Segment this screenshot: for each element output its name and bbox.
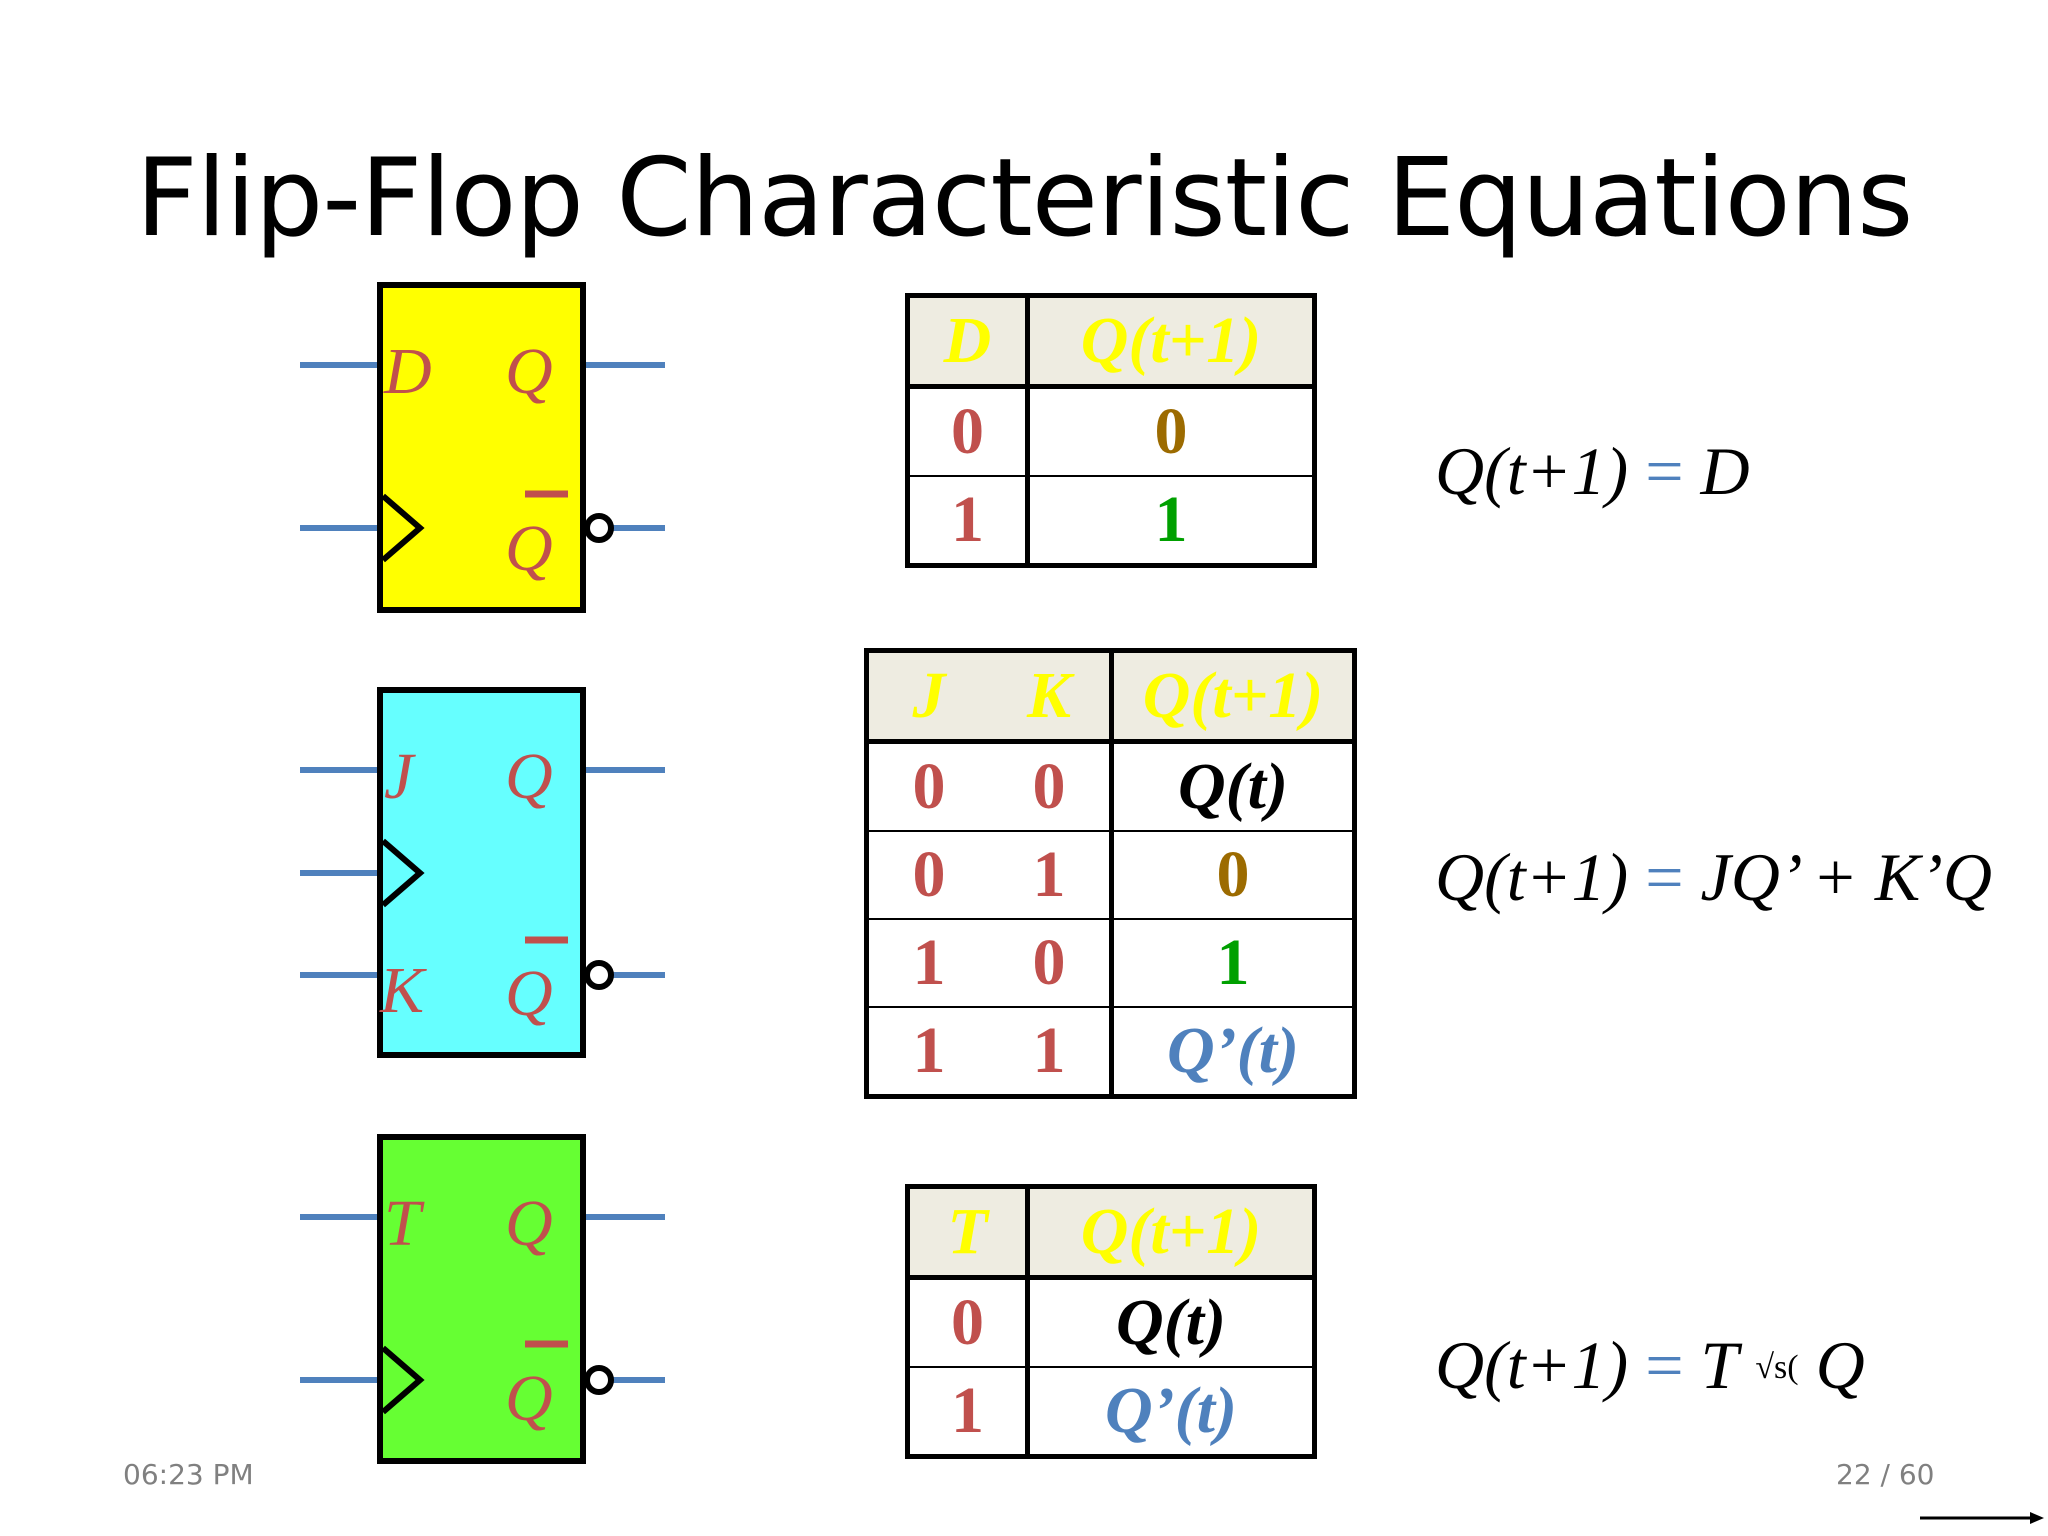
t-flip-flop-body bbox=[377, 1134, 586, 1464]
cell-q-next: Q(t) bbox=[1116, 1286, 1226, 1359]
header-k: K bbox=[989, 650, 1114, 744]
cell-k: 0 bbox=[989, 918, 1114, 1007]
cell-q-next: 0 bbox=[1111, 830, 1355, 919]
d-q-label: Q bbox=[505, 335, 553, 408]
header-q-next: Q(t+1) bbox=[1027, 295, 1315, 389]
equation-rhs: JQ’ + K’Q bbox=[1700, 839, 1992, 915]
jk-flip-flop: J K Q Q bbox=[300, 687, 665, 1058]
cell-j: 1 bbox=[866, 918, 989, 1007]
equation-rhs: D bbox=[1700, 433, 1750, 509]
jk-flip-flop-body bbox=[377, 687, 586, 1058]
cell-k: 1 bbox=[989, 1006, 1114, 1097]
jk-q-label: Q bbox=[505, 740, 553, 813]
jk-inverter-bubble bbox=[584, 960, 614, 990]
table-row: 1 1 bbox=[907, 475, 1315, 566]
table-row: 1 0 1 bbox=[866, 918, 1355, 1007]
t-truth-table: T Q(t+1) 0 Q(t) 1 Q’(t) bbox=[905, 1184, 1317, 1459]
equation-t: T bbox=[1700, 1327, 1739, 1403]
next-arrow-icon[interactable] bbox=[1920, 1512, 2044, 1524]
header-q-next: Q(t+1) bbox=[1027, 1186, 1315, 1280]
xor-operator: √s( bbox=[1755, 1349, 1799, 1386]
cell-k: 1 bbox=[989, 830, 1114, 919]
d-flip-flop: D Q Q bbox=[300, 282, 665, 613]
header-j: J bbox=[866, 650, 989, 744]
d-truth-table: D Q(t+1) 0 0 1 1 bbox=[905, 293, 1317, 568]
equation-q: Q bbox=[1815, 1327, 1865, 1403]
t-input-label: T bbox=[384, 1187, 425, 1260]
cell-q-next: 0 bbox=[1154, 395, 1188, 468]
slide-title: Flip-Flop Characteristic Equations bbox=[135, 136, 1914, 261]
t-q-label: Q bbox=[505, 1187, 553, 1260]
cell-d: 0 bbox=[907, 386, 1030, 476]
t-equation: Q(t+1) = T √s( Q bbox=[1435, 1326, 1865, 1405]
jk-clock-triangle bbox=[381, 838, 425, 908]
header-d: D bbox=[907, 295, 1030, 389]
jk-truth-table: J K Q(t+1) 0 0 Q(t) 0 1 0 1 0 1 1 1 Q’(t… bbox=[864, 648, 1357, 1099]
cell-q-next: Q(t) bbox=[1178, 750, 1288, 823]
cell-q-next: Q’(t) bbox=[1027, 1366, 1315, 1457]
table-header-row: D Q(t+1) bbox=[907, 295, 1315, 389]
d-clock-triangle bbox=[381, 493, 425, 563]
jk-qbar-label: Q bbox=[505, 957, 553, 1030]
table-header-row: T Q(t+1) bbox=[907, 1186, 1315, 1280]
equals-sign: = bbox=[1645, 433, 1684, 509]
t-flip-flop: T Q Q bbox=[300, 1134, 665, 1464]
cell-q-next: Q’(t) bbox=[1111, 1006, 1355, 1097]
d-qbar-label: Q bbox=[505, 512, 553, 585]
d-equation: Q(t+1) = D bbox=[1435, 432, 1750, 511]
cell-t: 0 bbox=[907, 1277, 1030, 1367]
jk-j-label: J bbox=[384, 740, 416, 813]
jk-k-label: K bbox=[379, 954, 427, 1027]
table-header-row: J K Q(t+1) bbox=[866, 650, 1355, 744]
equals-sign: = bbox=[1645, 839, 1684, 915]
footer-time: 06:23 PM bbox=[123, 1458, 254, 1491]
jk-equation: Q(t+1) = JQ’ + K’Q bbox=[1435, 838, 1992, 917]
table-row: 1 Q’(t) bbox=[907, 1366, 1315, 1457]
table-row: 0 0 Q(t) bbox=[867, 741, 1355, 831]
table-row: 0 0 bbox=[907, 386, 1315, 476]
cell-j: 1 bbox=[866, 1006, 989, 1097]
t-inverter-bubble bbox=[584, 1365, 614, 1395]
cell-q-next: 1 bbox=[1111, 918, 1355, 1007]
t-qbar-label: Q bbox=[505, 1362, 553, 1435]
table-row: 0 Q(t) bbox=[907, 1277, 1315, 1367]
equation-lhs: Q(t+1) bbox=[1435, 1327, 1629, 1403]
page-number: 22 / 60 bbox=[1836, 1458, 1935, 1491]
cell-j: 0 bbox=[866, 830, 989, 919]
d-flip-flop-body bbox=[377, 282, 586, 613]
header-q-next: Q(t+1) bbox=[1111, 650, 1355, 744]
cell-k: 0 bbox=[989, 741, 1114, 831]
table-row: 1 1 Q’(t) bbox=[866, 1006, 1355, 1097]
header-t: T bbox=[907, 1186, 1030, 1280]
cell-j: 0 bbox=[912, 750, 946, 823]
equals-sign: = bbox=[1645, 1327, 1684, 1403]
cell-q-next: 1 bbox=[1027, 475, 1315, 566]
cell-t: 1 bbox=[907, 1366, 1030, 1457]
t-clock-triangle bbox=[381, 1345, 425, 1415]
table-row: 0 1 0 bbox=[866, 830, 1355, 919]
d-input-label: D bbox=[383, 335, 432, 408]
cell-d: 1 bbox=[907, 475, 1030, 566]
equation-lhs: Q(t+1) bbox=[1435, 433, 1629, 509]
d-inverter-bubble bbox=[584, 513, 614, 543]
equation-lhs: Q(t+1) bbox=[1435, 839, 1629, 915]
